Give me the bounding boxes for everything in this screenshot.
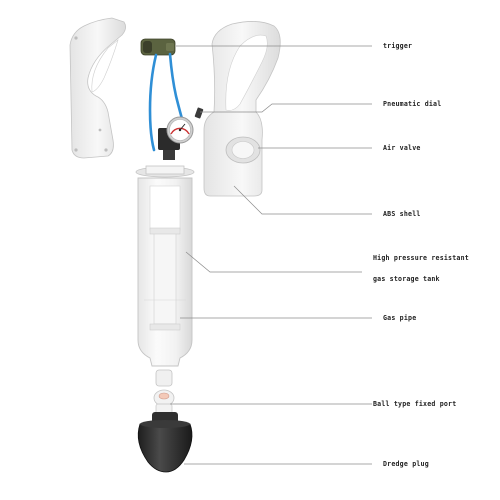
- label-ball-port: Ball type fixed port: [373, 400, 457, 408]
- label-abs-shell: ABS shell: [383, 210, 421, 218]
- gas-storage-tank: [135, 165, 195, 367]
- ball-type-port: [153, 369, 175, 415]
- label-trigger: trigger: [383, 42, 413, 50]
- left-half-shell: [69, 17, 126, 159]
- label-tank-line2: gas storage tank: [373, 275, 440, 283]
- leader-lines: [170, 45, 372, 465]
- trigger-part: [140, 38, 176, 56]
- right-half-shell: [203, 21, 281, 197]
- dredge-plug-part: [137, 412, 193, 473]
- label-tank-line1: High pressure resistant: [373, 254, 469, 262]
- pneumatic-dial-part: [158, 107, 204, 160]
- label-gas-pipe: Gas pipe: [383, 314, 417, 322]
- label-air-valve: Air valve: [383, 144, 421, 152]
- label-pneumatic-dial: Pneumatic dial: [383, 100, 442, 108]
- label-dredge-plug: Dredge plug: [383, 460, 429, 468]
